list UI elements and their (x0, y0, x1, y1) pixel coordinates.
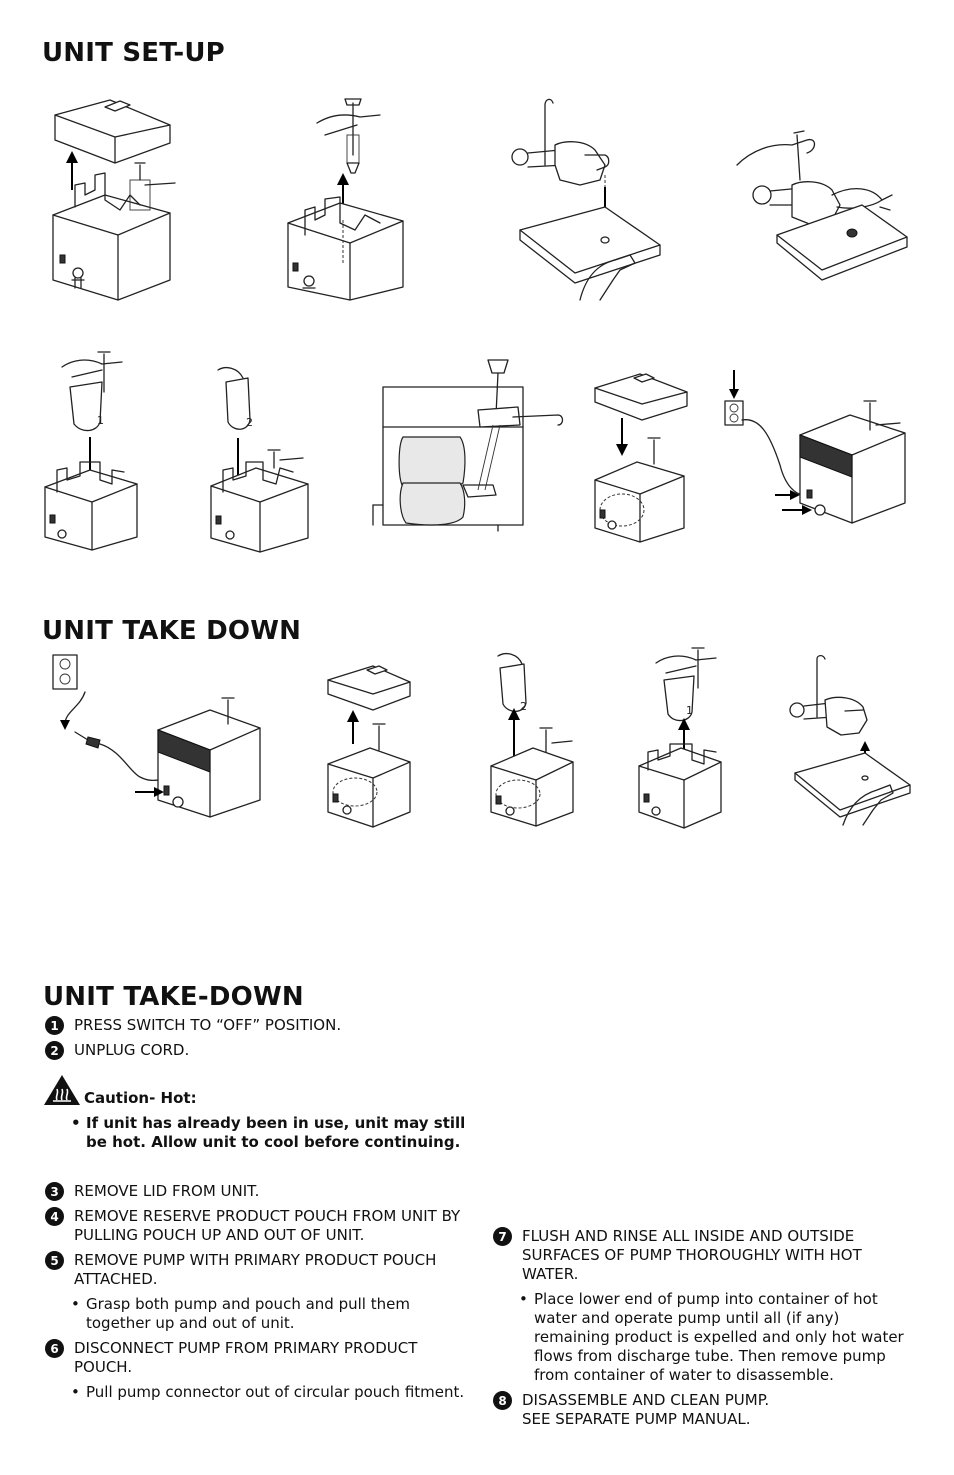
step-6-bullet: • Pull pump connector out of circular po… (71, 1383, 465, 1401)
step-number-6: 6 (45, 1339, 64, 1358)
takedown-figure-remove-pump-pouch: 1 (636, 647, 726, 830)
step-5-text: REMOVE PUMP WITH PRIMARY PRODUCT POUCH A… (74, 1251, 437, 1288)
caution-hot-heading: Caution- Hot: (43, 1074, 473, 1108)
step-1-text: PRESS SWITCH TO “OFF” POSITION. (74, 1016, 342, 1034)
hot-surface-warning-icon (44, 1075, 80, 1105)
takedown-figure-remove-lid (325, 662, 415, 832)
setup-figure-connect-pump (732, 125, 912, 281)
setup-figure-remove-lid (50, 95, 180, 301)
step-2: 2 UNPLUG CORD. (43, 1041, 473, 1060)
step-6: 6 DISCONNECT PUMP FROM PRIMARY PRODUCT P… (43, 1339, 473, 1377)
setup-figure-insert-reserve-pouch: 2 (208, 360, 318, 553)
setup-figure-replace-lid (592, 370, 692, 550)
step-7-bullet: • Place lower end of pump into container… (519, 1290, 904, 1384)
takedown-figure-remove-reserve-pouch: 2 (488, 648, 578, 828)
caution-bullet: • If unit has already been in use, unit … (71, 1114, 466, 1151)
setup-figure-insert-primary-pouch: 1 (42, 351, 142, 552)
setup-figure-lift-pump (285, 95, 405, 301)
step-1: 1 PRESS SWITCH TO “OFF” POSITION. (43, 1016, 473, 1035)
takedown-figure-unplug (50, 652, 265, 818)
step-6-bullet-text: Pull pump connector out of circular pouc… (86, 1383, 465, 1401)
takedown-steps-right-column: 7 FLUSH AND RINSE ALL INSIDE AND OUTSIDE… (491, 1227, 911, 1435)
step-6-text: DISCONNECT PUMP FROM PRIMARY PRODUCT POU… (74, 1339, 418, 1376)
step-7-bullet-text: Place lower end of pump into container o… (534, 1290, 904, 1384)
step-5-bullet: • Grasp both pump and pouch and pull the… (71, 1295, 410, 1332)
step-number-7: 7 (493, 1227, 512, 1246)
step-number-8: 8 (493, 1391, 512, 1410)
step-5: 5 REMOVE PUMP WITH PRIMARY PRODUCT POUCH… (43, 1251, 473, 1289)
takedown-figure-label-1: 1 (686, 704, 693, 717)
section-title-unit-take-down-steps: UNIT TAKE-DOWN (43, 982, 304, 1012)
step-number-4: 4 (45, 1207, 64, 1226)
step-3: 3 REMOVE LID FROM UNIT. (43, 1182, 473, 1201)
takedown-steps-left-column: 1 PRESS SWITCH TO “OFF” POSITION. 2 UNPL… (43, 1016, 473, 1408)
step-number-1: 1 (45, 1016, 64, 1035)
setup-figure-plug-in-switch-on (720, 365, 910, 545)
step-2-text: UNPLUG CORD. (74, 1041, 190, 1059)
step-8: 8 DISASSEMBLE AND CLEAN PUMP. SEE SEPARA… (491, 1391, 911, 1429)
step-7-text: FLUSH AND RINSE ALL INSIDE AND OUTSIDE S… (522, 1227, 862, 1283)
takedown-figure-label-2: 2 (520, 700, 527, 713)
step-number-5: 5 (45, 1251, 64, 1270)
section-title-unit-take-down: UNIT TAKE DOWN (42, 616, 302, 646)
step-7: 7 FLUSH AND RINSE ALL INSIDE AND OUTSIDE… (491, 1227, 911, 1284)
step-8-text: DISASSEMBLE AND CLEAN PUMP. SEE SEPARATE… (522, 1391, 770, 1428)
step-number-3: 3 (45, 1182, 64, 1201)
section-title-unit-set-up: UNIT SET-UP (42, 38, 225, 68)
step-3-text: REMOVE LID FROM UNIT. (74, 1182, 260, 1200)
setup-figure-label-2: 2 (246, 416, 253, 429)
step-4: 4 REMOVE RESERVE PRODUCT POUCH FROM UNIT… (43, 1207, 473, 1245)
step-4-text: REMOVE RESERVE PRODUCT POUCH FROM UNIT B… (74, 1207, 461, 1244)
caution-label: Caution- Hot: (84, 1089, 197, 1107)
setup-figure-label-1: 1 (97, 414, 104, 427)
step-number-2: 2 (45, 1041, 64, 1060)
setup-figure-cutaway-view (368, 355, 568, 535)
step-5-bullet-text: Grasp both pump and pouch and pull them … (86, 1295, 410, 1332)
takedown-figure-disconnect-pump (785, 654, 915, 826)
setup-figure-pump-over-pouch (505, 95, 665, 301)
caution-bullet-text: If unit has already been in use, unit ma… (86, 1114, 466, 1151)
